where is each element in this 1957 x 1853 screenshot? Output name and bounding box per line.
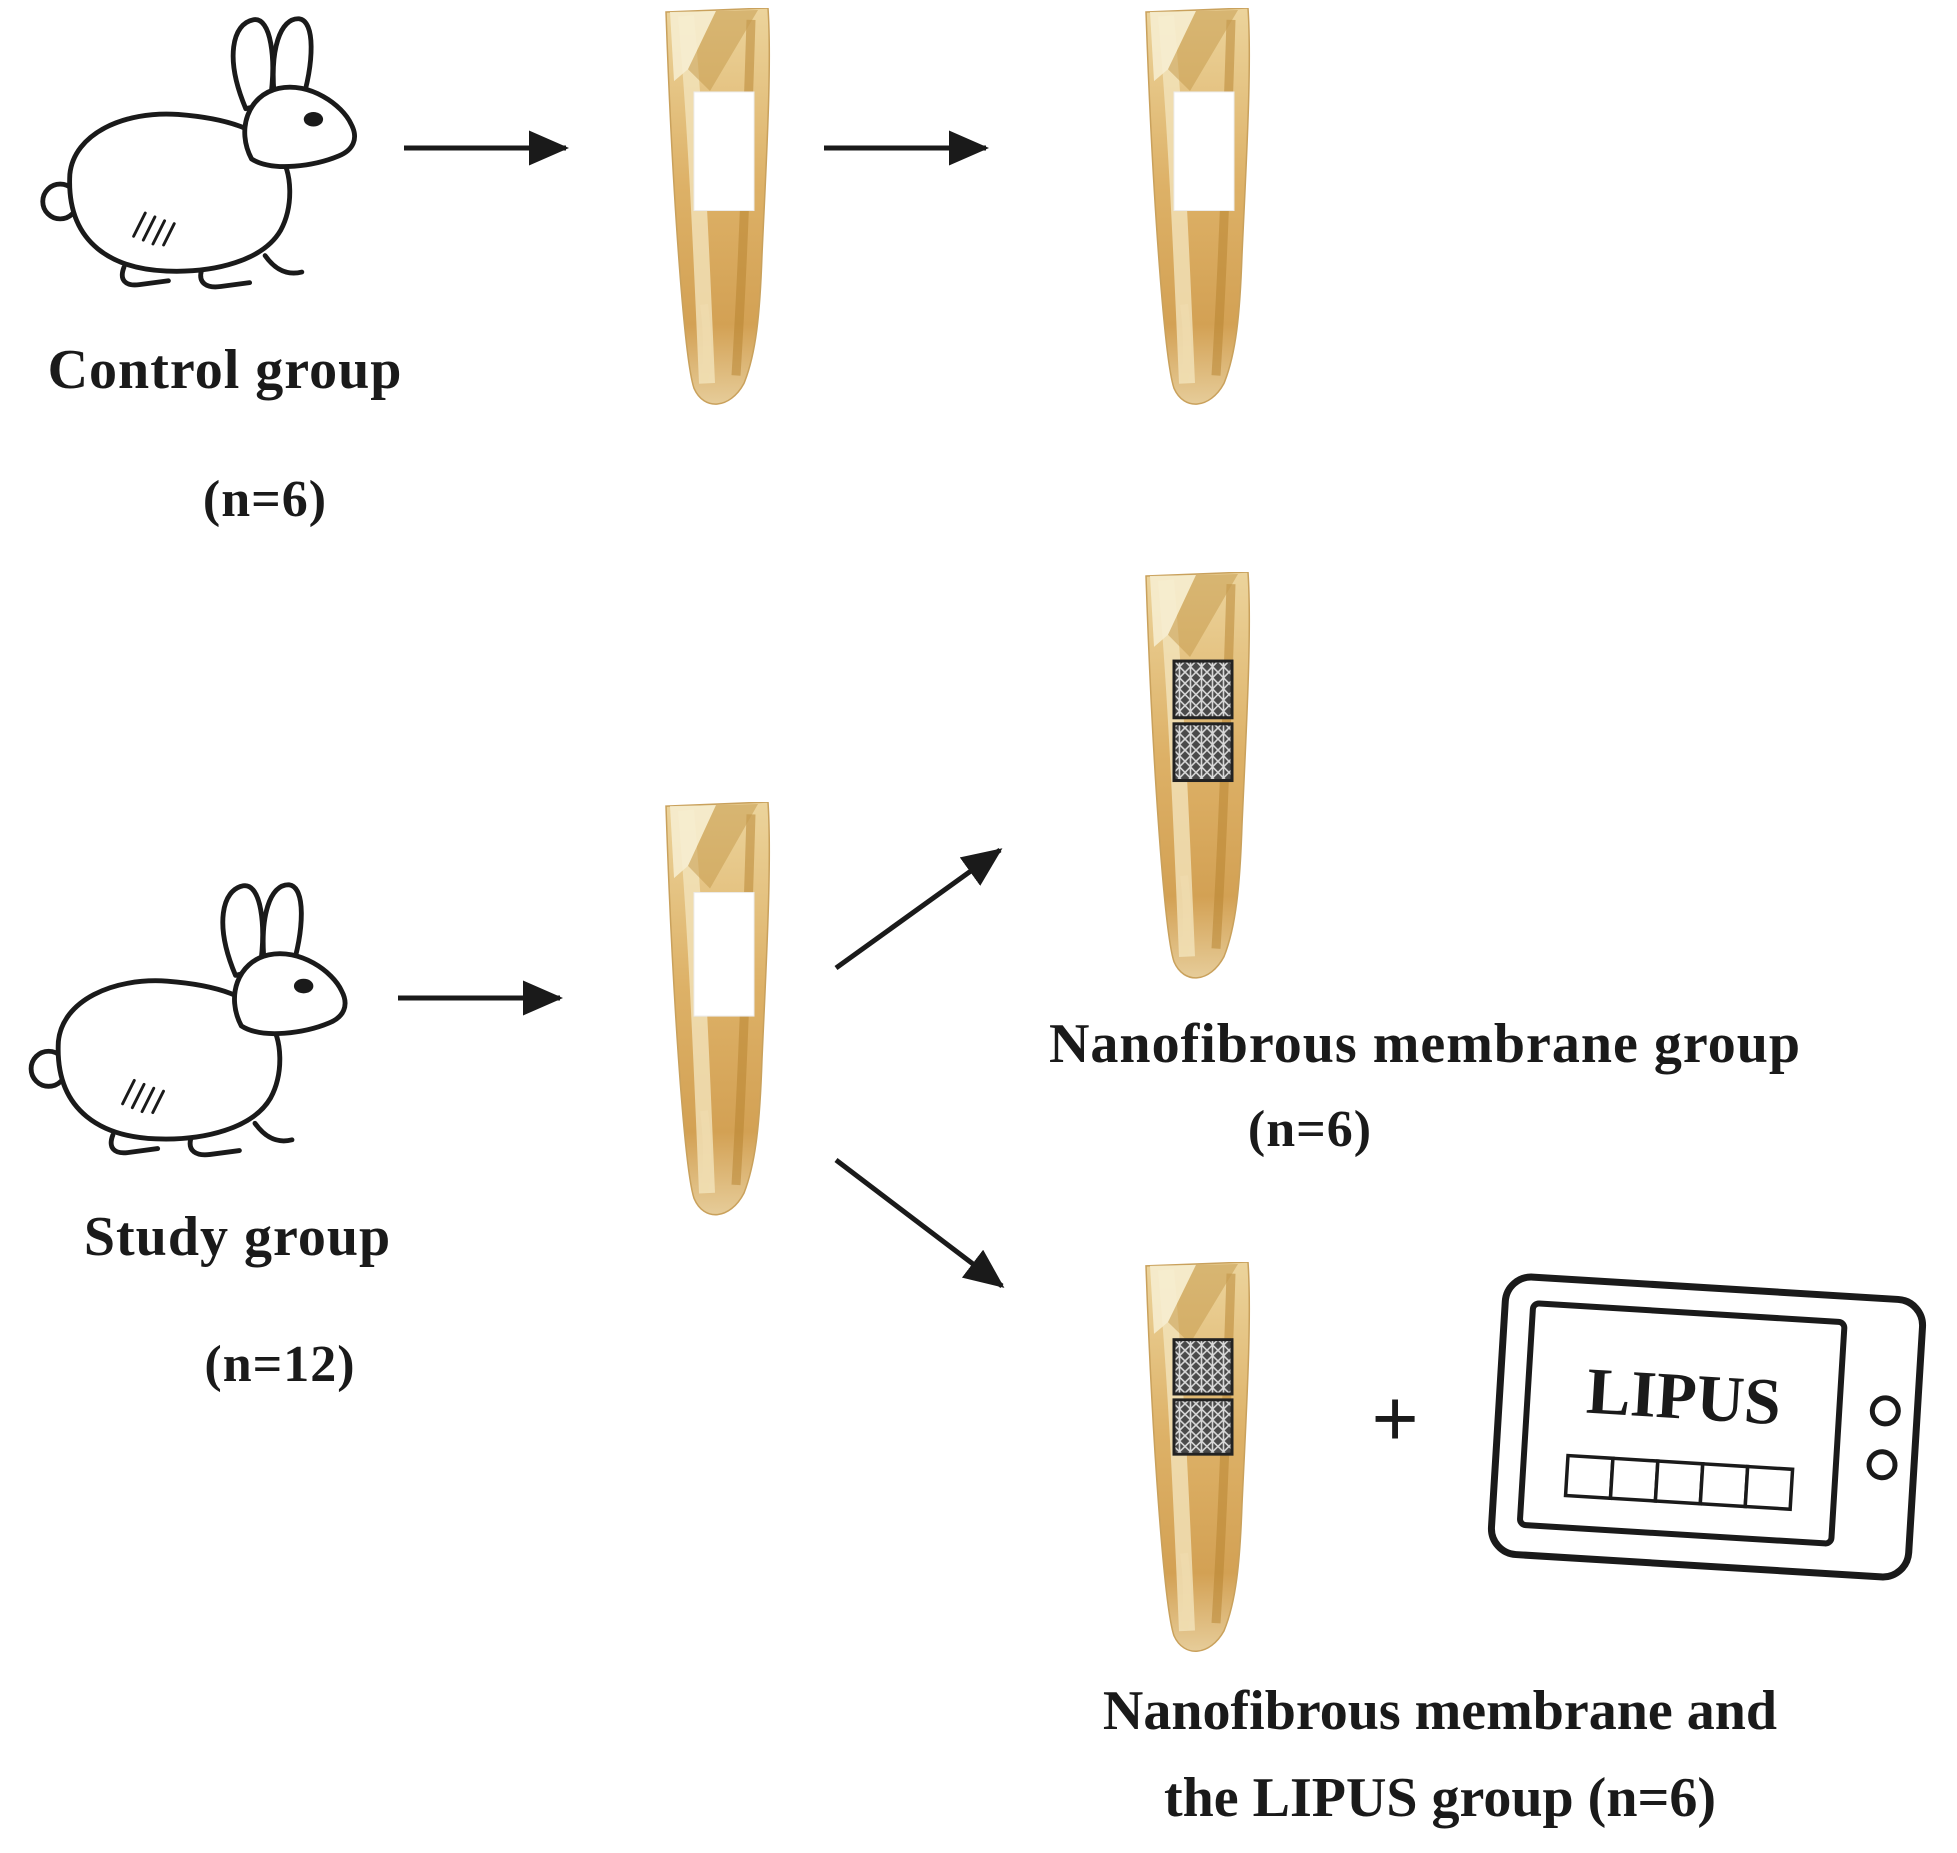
study-group-count: (n=12) bbox=[204, 1336, 356, 1393]
study-group-label: Study group bbox=[83, 1206, 392, 1268]
device-round-button bbox=[1866, 1449, 1898, 1481]
device-screen-label: LIPUS bbox=[1585, 1355, 1783, 1440]
bone-defect-icon bbox=[652, 802, 787, 1224]
membrane-group-label: Nanofibrous membrane group bbox=[1048, 1013, 1801, 1075]
bone-membrane-icon bbox=[1132, 1262, 1267, 1660]
bone-defect-icon bbox=[652, 8, 787, 413]
arrow-right-icon bbox=[404, 130, 569, 166]
arrow-up-right-icon bbox=[834, 847, 1003, 971]
arrow-right-icon bbox=[824, 130, 989, 166]
device-round-button bbox=[1869, 1395, 1901, 1427]
membrane-group-count: (n=6) bbox=[1247, 1101, 1373, 1158]
lipus-device-icon: LIPUS bbox=[1484, 1269, 1931, 1585]
control-group-label: Control group bbox=[47, 339, 403, 401]
bone-defect-icon bbox=[1132, 8, 1267, 413]
lipus-group-label-line2: the LIPUS group (n=6) bbox=[1163, 1766, 1717, 1829]
rabbit-icon bbox=[12, 878, 387, 1170]
lipus-group-label-line1: Nanofibrous membrane and bbox=[1102, 1680, 1778, 1742]
rabbit-icon bbox=[25, 12, 395, 302]
arrow-right-icon bbox=[398, 980, 563, 1016]
plus-sign: + bbox=[1371, 1373, 1419, 1466]
bone-membrane-icon bbox=[1132, 572, 1267, 987]
arrow-down-right-icon bbox=[834, 1158, 1005, 1288]
lipus-group-label: Nanofibrous membrane and the LIPUS group… bbox=[955, 1668, 1925, 1842]
device-segment-buttons bbox=[1563, 1453, 1795, 1512]
control-group-count: (n=6) bbox=[202, 471, 328, 528]
